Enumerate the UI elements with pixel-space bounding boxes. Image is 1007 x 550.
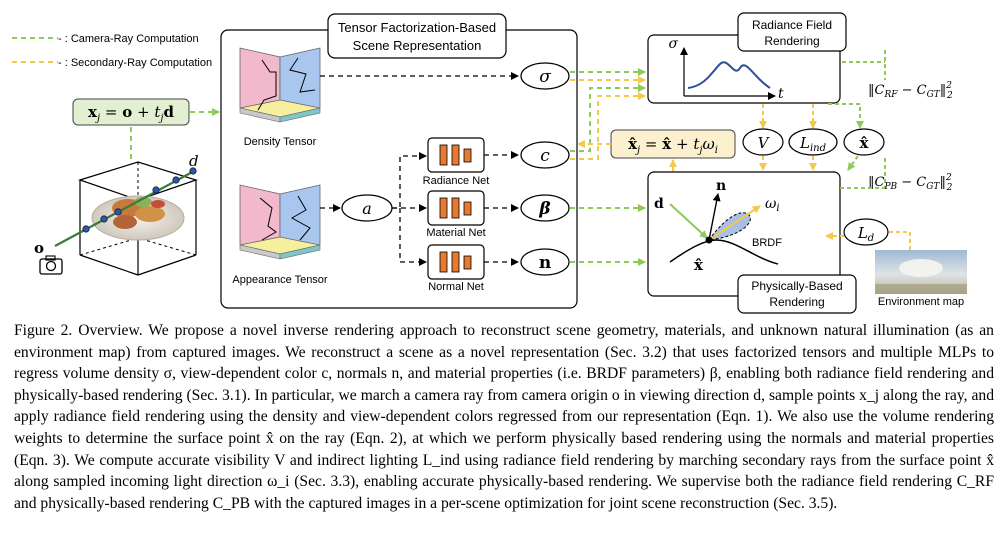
- normal-node: [520, 248, 570, 276]
- surface-point-node: [843, 128, 885, 156]
- density-plot-y-label: σ: [668, 36, 678, 52]
- secondary-equation: x̂j = x̂ + tjωi: [628, 135, 718, 156]
- scene-cube: [54, 161, 198, 276]
- environment-map-image: [875, 250, 967, 294]
- color-label: c: [540, 146, 550, 166]
- camera-ray-line: [54, 169, 197, 247]
- normal-net-box: [427, 244, 485, 280]
- camera-direction-label: d: [189, 152, 199, 170]
- scene-title-line2: Scene Representation: [353, 38, 482, 53]
- camera-origin-label: o: [34, 239, 44, 257]
- pbr-point-label: x̂: [694, 256, 704, 274]
- pbr-title-box: [737, 274, 857, 314]
- figure-caption: Figure 2. Overview. We propose a novel i…: [14, 320, 994, 514]
- beta-node: [520, 194, 570, 222]
- appearance-tensor: [239, 184, 321, 260]
- indirect-node: [788, 128, 838, 156]
- scene-title-line1: Tensor Factorization-Based: [338, 20, 496, 35]
- sigma-node: [520, 62, 570, 90]
- radiance-field-title-line2: Rendering: [764, 34, 819, 48]
- visibility-label: V: [758, 134, 771, 152]
- density-tensor: [239, 47, 321, 123]
- material-net-box: [427, 190, 485, 226]
- legend-secondary-label: - : Secondary-Ray Computation: [58, 57, 212, 69]
- surface-to-pbr-arrow: [847, 155, 859, 171]
- beta-label: β: [538, 199, 550, 219]
- surface-point-label: x̂: [860, 134, 870, 152]
- scene-title-box: [327, 13, 507, 59]
- material-net-label: Material Net: [426, 227, 485, 239]
- caption-text: Overview. We propose a novel inverse ren…: [14, 322, 994, 512]
- legend: - : Camera-Ray Computation - : Secondary…: [12, 33, 212, 69]
- environment-map-label: Environment map: [878, 296, 964, 308]
- envmap-to-light-line: [889, 231, 911, 252]
- visibility-node: [742, 128, 784, 156]
- feature-to-normal-arrow: [399, 208, 427, 266]
- camera-icon: [39, 255, 63, 275]
- pbr-view-label: d: [654, 196, 664, 212]
- ray-equation-box: xj = o + tjd: [72, 98, 190, 126]
- density-plot-x-label: t: [778, 86, 784, 102]
- pbr-normal-label: n: [716, 178, 726, 194]
- color-node: [520, 141, 570, 169]
- radiance-net-box: [427, 137, 485, 173]
- normal-output-label: n: [539, 253, 551, 273]
- rf-to-surface-arrow: [828, 103, 864, 129]
- light-node: [843, 218, 889, 246]
- color-to-rf-arrow: [570, 84, 646, 152]
- radiance-net-label: Radiance Net: [423, 175, 490, 187]
- legend-camera-label: - : Camera-Ray Computation: [58, 33, 199, 45]
- color-to-rf-secondary-arrow: [570, 92, 646, 160]
- pbr-incoming-label: ωi: [765, 196, 780, 214]
- radiance-field-title-box: [737, 12, 847, 52]
- pbr-title-line2: Rendering: [769, 295, 824, 309]
- appearance-tensor-label: Appearance Tensor: [232, 274, 328, 286]
- density-plot: [680, 47, 776, 100]
- sigma-label: σ: [539, 67, 551, 87]
- normal-net-label: Normal Net: [428, 281, 484, 293]
- figure-number: Figure 2.: [14, 322, 73, 339]
- brdf-illustration: [669, 193, 779, 265]
- feature-label: a: [362, 199, 372, 218]
- density-tensor-label: Density Tensor: [244, 136, 317, 148]
- pbr-brdf-label: BRDF: [752, 237, 782, 249]
- ray-equation: xj = o + tjd: [88, 103, 174, 124]
- pbr-title-line1: Physically-Based: [751, 279, 842, 293]
- feature-to-radiance-arrow: [392, 152, 427, 209]
- overview-figure: - : Camera-Ray Computation - : Secondary…: [12, 12, 967, 314]
- radiance-field-title-line1: Radiance Field: [752, 18, 832, 32]
